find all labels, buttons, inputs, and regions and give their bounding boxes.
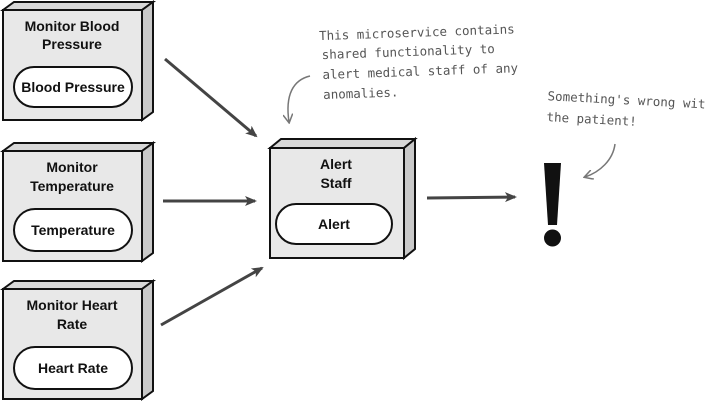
note-pointer-arrow bbox=[288, 75, 311, 122]
arrow-heart-rate-to-alert bbox=[160, 266, 264, 327]
component-label: Temperature bbox=[31, 222, 115, 238]
service-box-blood-pressure: Monitor Blood Pressure Blood Pressure bbox=[0, 0, 157, 122]
service-box-heart-rate: Monitor Heart Rate Heart Rate bbox=[0, 279, 157, 401]
service-box-temperature: Monitor Temperature Temperature bbox=[0, 141, 157, 263]
service-title-line2: Staff bbox=[320, 175, 351, 191]
patient-note: Something's wrong with the patient! bbox=[546, 88, 706, 129]
component-pill bbox=[13, 208, 133, 252]
service-title-line2: Temperature bbox=[30, 178, 114, 194]
note-line: Something's wrong with bbox=[547, 88, 706, 112]
arrow-alert-to-patient bbox=[426, 192, 517, 203]
component-label: Heart Rate bbox=[38, 360, 108, 376]
exclamation-icon bbox=[544, 163, 561, 247]
component-pill bbox=[275, 203, 393, 245]
note-line: This microservice contains bbox=[319, 21, 515, 43]
service-title-line1: Monitor Heart bbox=[27, 297, 118, 313]
note-line: shared functionality to bbox=[321, 41, 495, 62]
note-line: the patient! bbox=[546, 109, 637, 129]
service-title-line1: Monitor bbox=[46, 159, 98, 175]
arrow-blood-pressure-to-alert bbox=[164, 57, 258, 138]
service-title-line1: Alert bbox=[320, 156, 352, 172]
service-box-alert-staff: Alert Staff Alert bbox=[267, 136, 418, 261]
note-pointer-arrow bbox=[585, 143, 616, 177]
component-pill bbox=[13, 66, 133, 108]
microservice-note: This microservice contains shared functi… bbox=[319, 21, 519, 102]
note-line: alert medical staff of any bbox=[322, 60, 519, 82]
service-title-line2: Pressure bbox=[42, 36, 102, 52]
component-pill bbox=[13, 346, 133, 390]
service-title-line2: Rate bbox=[57, 316, 88, 332]
note-line: anomalies. bbox=[323, 84, 399, 102]
service-title-line1: Monitor Blood bbox=[25, 18, 120, 34]
component-label: Alert bbox=[318, 216, 350, 232]
component-label: Blood Pressure bbox=[21, 79, 125, 95]
